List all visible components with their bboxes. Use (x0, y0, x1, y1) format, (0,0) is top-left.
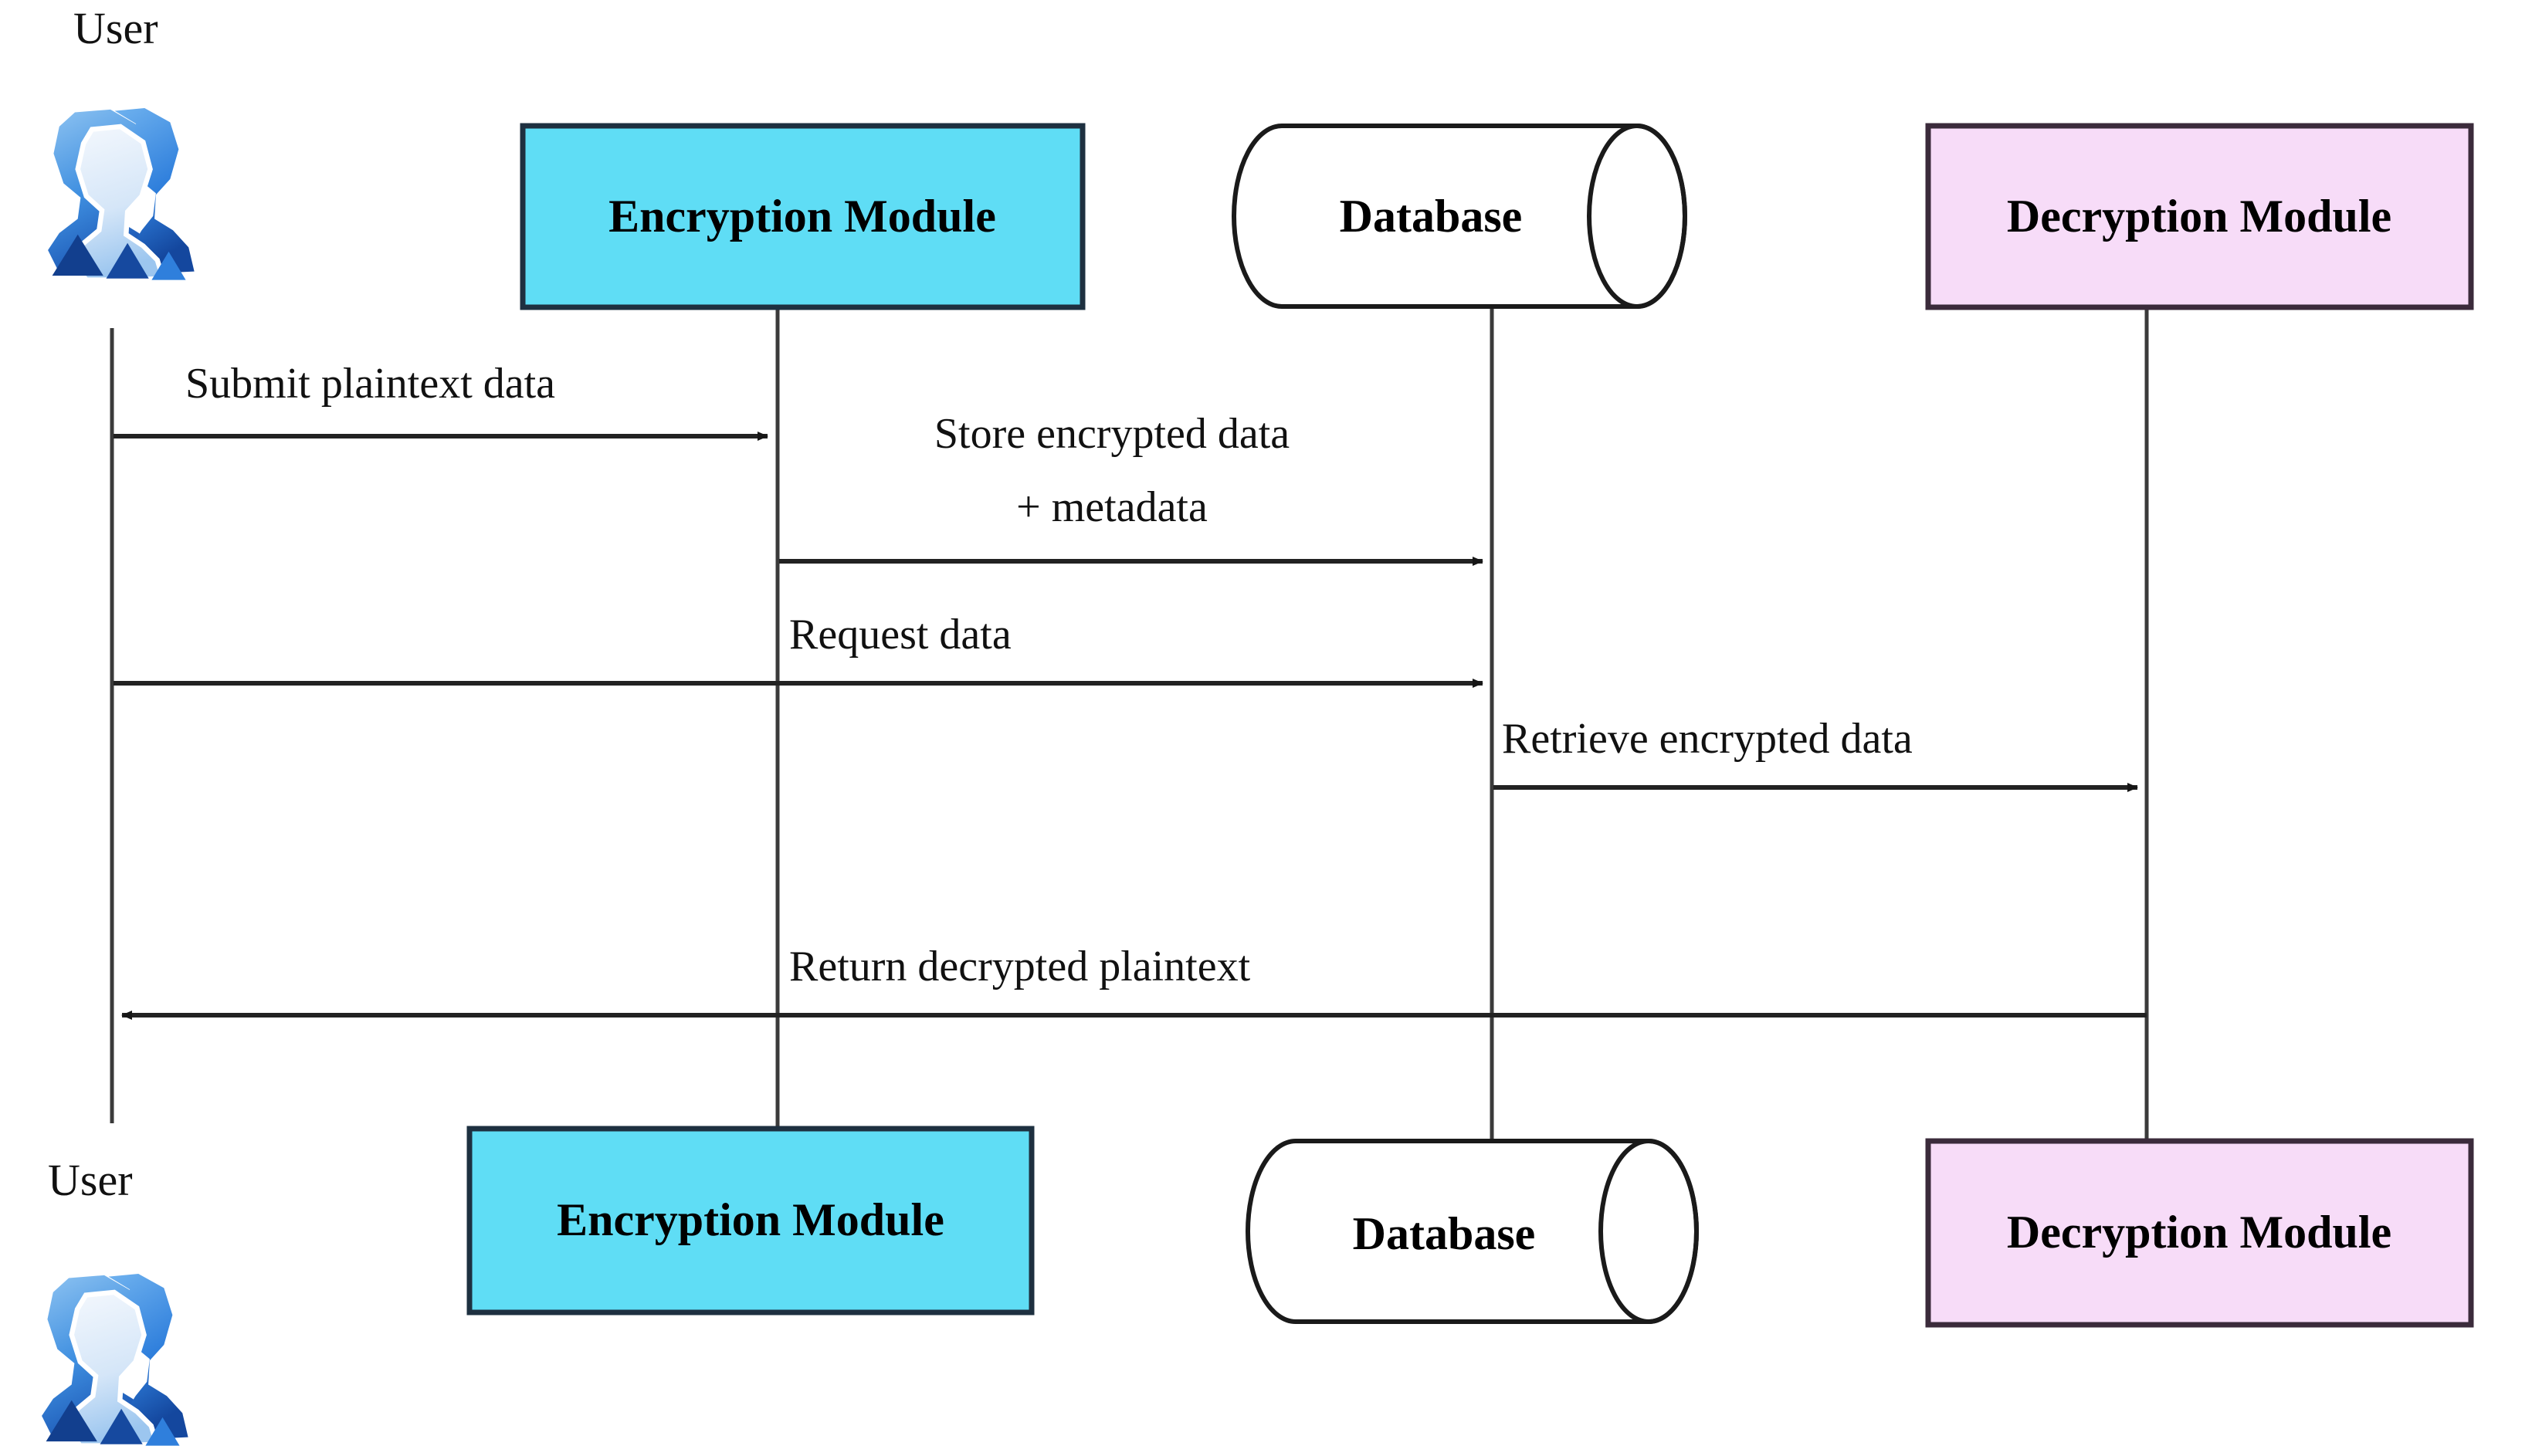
actor-caption-user-top: User (73, 3, 158, 53)
participant-box-database-bottom[interactable]: Database (1246, 1139, 1699, 1324)
encryption-box-shape-top (520, 123, 1086, 310)
lifelines-group (110, 305, 2149, 1141)
encryption-box-label-bottom: Encryption Module (557, 1194, 944, 1245)
decryption-box-shape-top (1925, 123, 2474, 310)
decryption-box-label-top: Decryption Module (2007, 191, 2391, 242)
database-box-label-top: Database (1340, 191, 1523, 242)
message-return-decrypted-plaintext[interactable]: Return decrypted plaintext (121, 943, 2147, 1020)
message-request-data[interactable]: Request data (114, 611, 1483, 688)
participant-box-decryption-top[interactable]: Decryption Module (1925, 123, 2474, 310)
decryption-box-label-bottom: Decryption Module (2007, 1207, 2391, 1258)
users-group-icon-top (48, 108, 195, 280)
participant-box-encryption-top[interactable]: Encryption Module (520, 123, 1086, 310)
message-label-retrieve-encrypted-data: Retrieve encrypted data (1502, 715, 1913, 763)
encryption-box-label-top: Encryption Module (608, 191, 996, 242)
participant-box-encryption-bottom[interactable]: Encryption Module (466, 1126, 1035, 1315)
database-cylinder-endcap-bottom (1598, 1139, 1699, 1324)
message-label-submit-plaintext-data: Submit plaintext data (185, 360, 555, 408)
actor-caption-user-bottom: User (48, 1155, 133, 1205)
message-label-return-decrypted-plaintext: Return decrypted plaintext (789, 943, 1251, 990)
message-store-encrypted-data[interactable]: Store encrypted data + metadata (779, 410, 1483, 566)
users-group-icon-bottom (42, 1274, 188, 1446)
encryption-box-shape-bottom (466, 1126, 1035, 1315)
message-submit-plaintext-data[interactable]: Submit plaintext data (114, 360, 768, 441)
message-label-request-data: Request data (789, 611, 1012, 659)
message-label-store-encrypted-data-line2: + metadata (1016, 483, 1208, 531)
message-label-store-encrypted-data-line1: Store encrypted data (934, 410, 1290, 458)
message-retrieve-encrypted-data[interactable]: Retrieve encrypted data (1493, 715, 2138, 792)
participant-box-database-top[interactable]: Database (1232, 124, 1687, 309)
database-box-label-bottom: Database (1353, 1208, 1536, 1259)
decryption-box-shape-bottom (1925, 1138, 2474, 1328)
database-cylinder-endcap-top (1587, 124, 1687, 309)
participant-box-decryption-bottom[interactable]: Decryption Module (1925, 1138, 2474, 1328)
